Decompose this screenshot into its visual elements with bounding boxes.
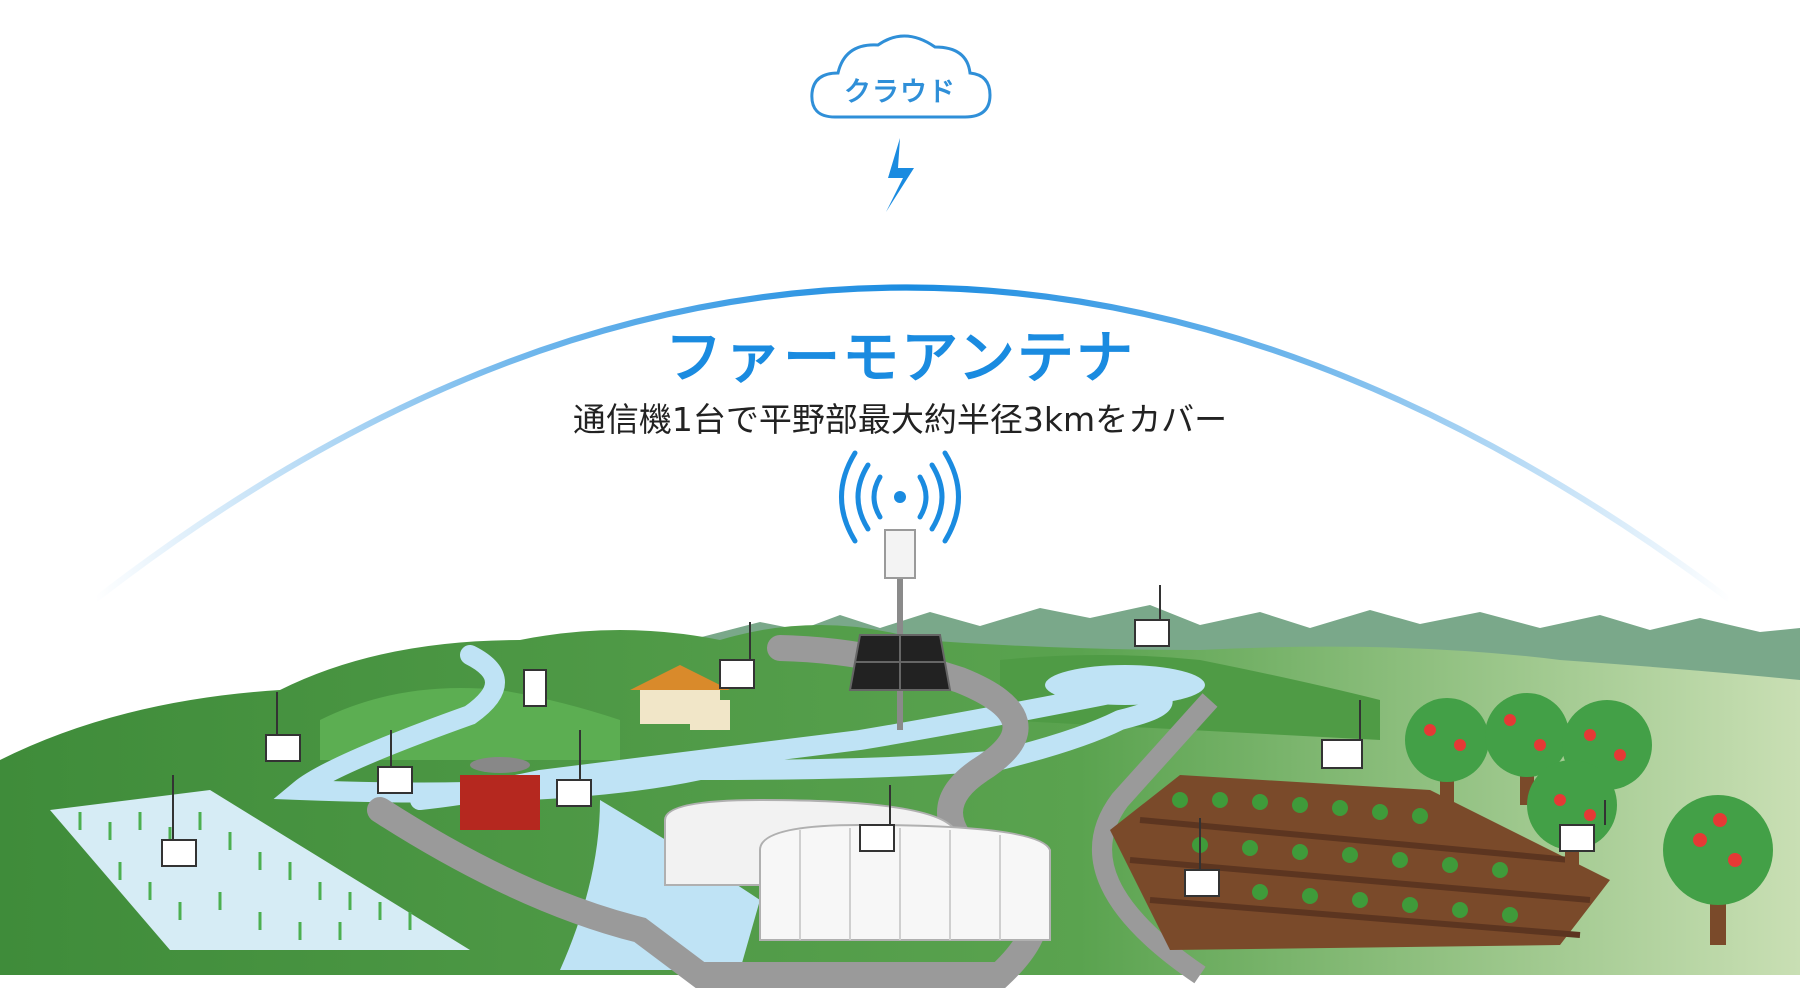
lightning-icon (886, 138, 914, 212)
pond (1045, 665, 1205, 705)
river (273, 645, 1173, 810)
crop-field (1110, 775, 1610, 950)
coverage-arc (93, 284, 1732, 603)
rice-paddy (50, 790, 470, 950)
antenna-tower (848, 529, 952, 730)
cloud-label: クラウド (844, 77, 956, 108)
cloud-icon (810, 34, 992, 119)
antenna-title: ファーモアンテナ (665, 325, 1135, 391)
greenhouse-icon (664, 798, 1051, 941)
solar-panel-icon (848, 634, 952, 691)
antenna-subtitle: 通信機1台で平野部最大約半径3kmをカバー (572, 400, 1228, 439)
water-gate (460, 757, 540, 830)
wifi-signal-icon (839, 450, 961, 544)
sensor-device-icon (161, 585, 1606, 897)
farmhouse (630, 665, 730, 730)
